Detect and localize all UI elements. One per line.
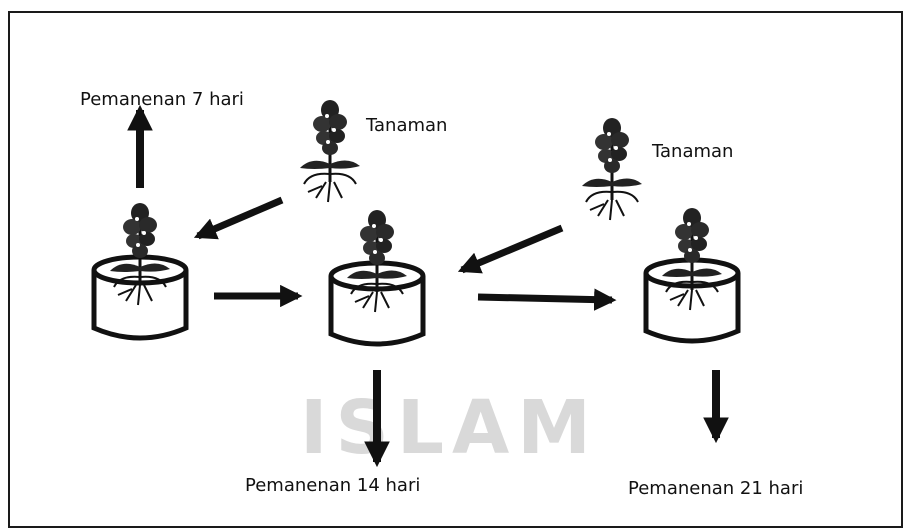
plant-icon	[347, 210, 407, 312]
plant-icon	[582, 118, 642, 220]
label-plant-a: Tanaman	[366, 115, 447, 136]
label-harvest-21: Pemanenan 21 hari	[628, 478, 803, 499]
plant-icon	[300, 100, 360, 202]
plant-icon	[110, 203, 170, 305]
arrow-icon	[198, 200, 282, 236]
label-harvest-7: Pemanenan 7 hari	[80, 89, 244, 110]
label-plant-b: Tanaman	[652, 141, 733, 162]
label-harvest-14: Pemanenan 14 hari	[245, 475, 420, 496]
arrow-icon	[478, 297, 612, 300]
arrow-icon	[462, 228, 562, 270]
